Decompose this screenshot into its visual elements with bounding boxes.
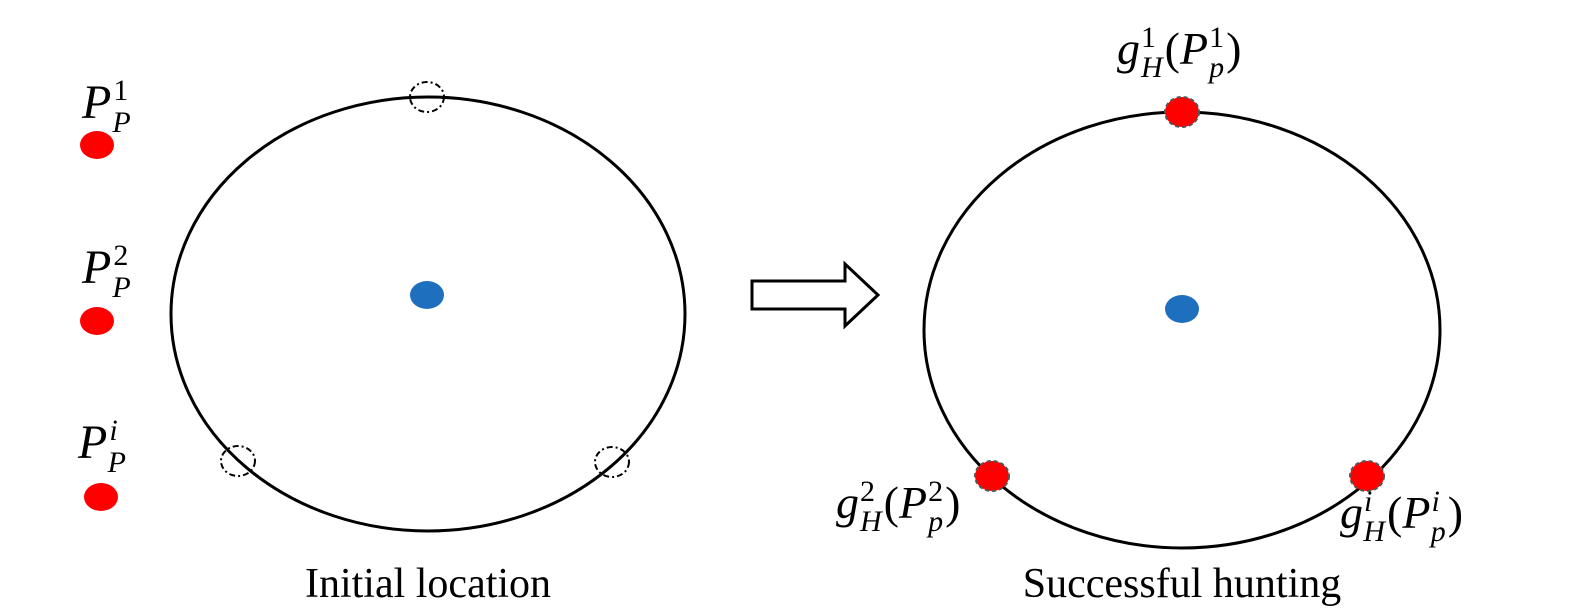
right-predator-dot-2 — [974, 460, 1010, 492]
right-predator-dot-i — [1349, 460, 1385, 492]
left-caption: Initial location — [305, 561, 551, 607]
left-predator-dot-2 — [80, 307, 114, 335]
target-slot-right — [594, 446, 630, 478]
left-predator-dot-1 — [80, 131, 114, 159]
right-predator-dot-1 — [1164, 96, 1200, 128]
left-prey-dot — [410, 281, 444, 309]
target-slot-left — [220, 445, 256, 477]
target-slot-top — [409, 81, 445, 113]
hollow-right-arrow-icon — [750, 260, 881, 330]
right-caption: Successful hunting — [1023, 561, 1341, 607]
left-circle — [169, 95, 687, 533]
left-predator-dot-i — [84, 483, 118, 511]
right-prey-dot — [1165, 295, 1199, 323]
